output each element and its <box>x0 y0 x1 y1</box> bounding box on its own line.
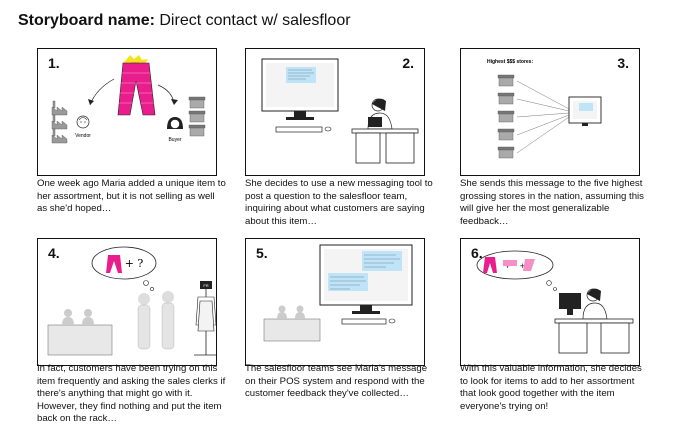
thought-text: + ? <box>125 257 144 270</box>
vendor-label: Vendor <box>75 133 91 139</box>
message-bubble <box>286 67 316 83</box>
panel-3-caption: She sends this message to the five highe… <box>460 178 644 227</box>
storyboard-label: Storyboard name: <box>18 12 155 29</box>
message-bubble <box>362 251 402 271</box>
top-icon <box>503 260 517 266</box>
message-bubble <box>579 103 593 111</box>
mouse-icon <box>324 126 332 132</box>
panel-6-caption: With this valuable information, she deci… <box>460 363 642 412</box>
panel-number: 3. <box>617 55 629 71</box>
keyboard-icon <box>275 126 323 133</box>
panel-4-illustration: + ? FR <box>47 246 216 356</box>
reply-bubble <box>328 273 368 291</box>
buyer-label: Buyer <box>168 137 181 143</box>
panel-number: 1. <box>48 55 60 71</box>
desk <box>351 128 419 134</box>
panel-6: 6. + + <box>460 238 640 366</box>
panel-1-caption: One week ago Maria added a unique item t… <box>37 178 226 215</box>
panel-5-illustration <box>263 244 413 342</box>
stores-heading: Highest $$$ stores: <box>487 59 533 65</box>
pants-icon <box>117 62 156 116</box>
store-icons <box>497 74 515 159</box>
keyboard-icon <box>341 318 387 325</box>
panel-number: 5. <box>256 245 268 261</box>
boot-icon <box>523 259 535 271</box>
store-icons <box>188 96 206 137</box>
laptop-icon <box>368 117 382 127</box>
panel-5: 5. <box>245 238 425 366</box>
panel-2-illustration <box>261 58 419 164</box>
panel-3: 3. Highest $$$ stores: <box>460 48 640 176</box>
panel-1-illustration: NEW Vendor Buyer <box>51 55 206 144</box>
panel-4: 4. + ? FR <box>37 238 217 366</box>
panel-4-caption: In fact, customers have been trying on t… <box>37 363 226 425</box>
fitting-room-sign <box>200 281 212 289</box>
panel-1: 1. NEW Vendor Buyer <box>37 48 217 176</box>
factory-icons <box>51 100 68 144</box>
arrow-item-to-buyer <box>157 84 175 104</box>
panel-3-illustration: Highest $$$ stores: <box>487 59 602 159</box>
mouse-icon <box>388 318 396 324</box>
storyboard-title: Storyboard name: Direct contact w/ sales… <box>18 12 351 30</box>
pants-icon <box>483 257 497 273</box>
panel-2-caption: She decides to use a new messaging tool … <box>245 178 433 227</box>
monitor-icon <box>559 293 581 309</box>
panel-number: 4. <box>48 245 60 261</box>
send-lines <box>516 80 570 154</box>
panel-6-illustration: + + <box>476 250 634 354</box>
fitting-room-label: FR <box>203 283 208 288</box>
panel-5-caption: The salesfloor teams see Maria's message… <box>245 363 428 400</box>
sales-counter <box>263 318 321 342</box>
desk <box>554 318 634 324</box>
panel-number: 2. <box>402 55 414 71</box>
pants-icon <box>106 255 122 273</box>
sales-counter <box>47 324 113 356</box>
panel-number: 6. <box>471 245 483 261</box>
panel-2: 2. <box>245 48 425 176</box>
storyboard-name: Direct contact w/ salesfloor <box>159 12 351 29</box>
